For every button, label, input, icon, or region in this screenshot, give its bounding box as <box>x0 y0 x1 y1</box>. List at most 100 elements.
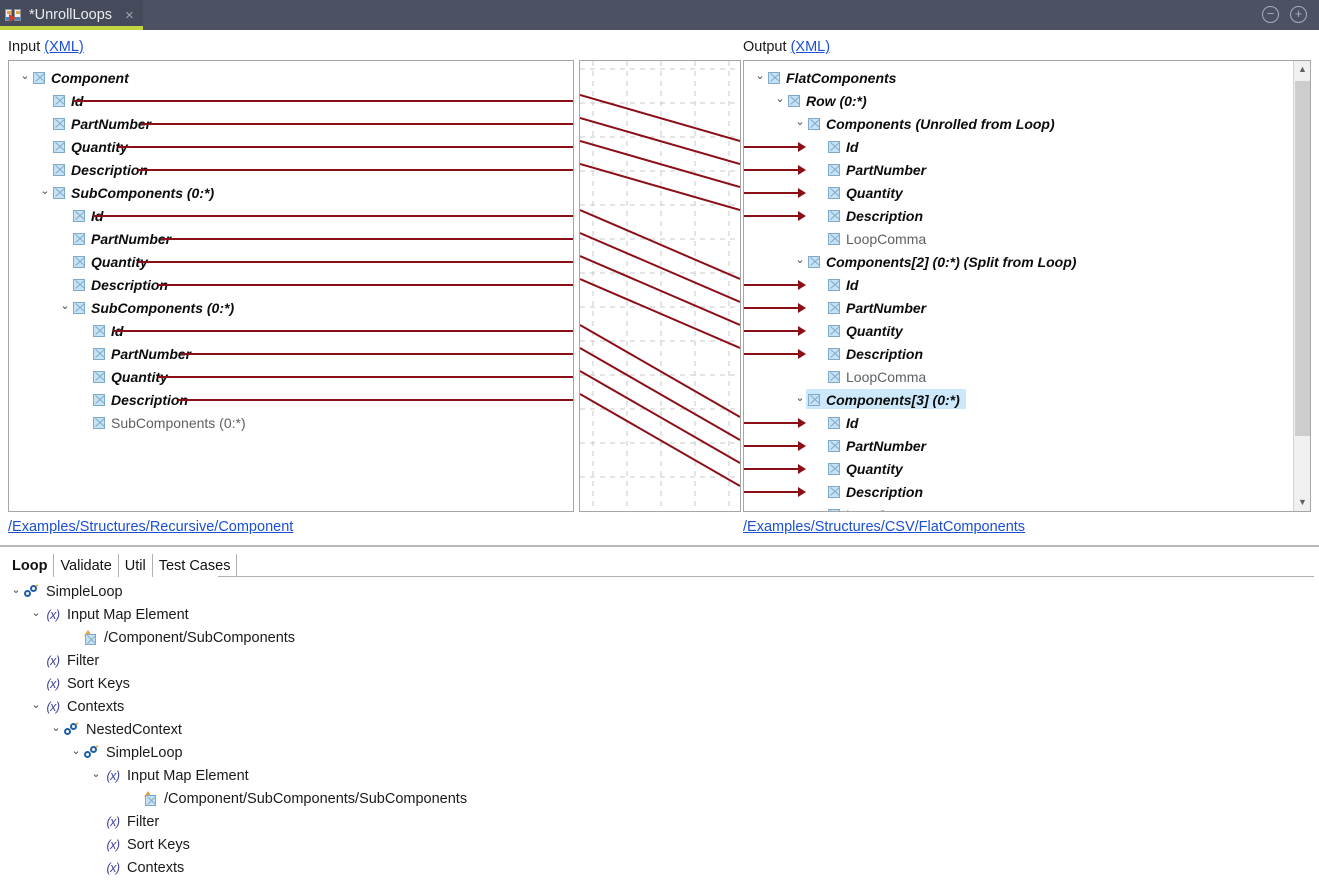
node-checkbox-icon[interactable] <box>808 117 820 130</box>
chevron-down-icon[interactable]: ⌄ <box>71 745 81 757</box>
loop-tree-row[interactable]: ⌄(x)Filter <box>28 649 99 672</box>
output-tree-row[interactable]: ⌄Quantity <box>744 457 1310 480</box>
node-checkbox-icon[interactable] <box>93 347 105 360</box>
input-tree-row[interactable]: ⌄Component <box>9 66 573 89</box>
loop-tree-row[interactable]: ⌄/Component/SubComponents/SubComponents <box>128 787 467 810</box>
maximize-button[interactable]: + <box>1290 6 1307 23</box>
input-tree-row[interactable]: ⌄Quantity <box>9 365 573 388</box>
mapping-connector-line[interactable] <box>580 255 740 326</box>
input-tree-pane[interactable]: ⌄Component⌄Id⌄PartNumber⌄Quantity⌄Descri… <box>8 60 574 512</box>
node-checkbox-icon[interactable] <box>73 278 85 291</box>
node-checkbox-icon[interactable] <box>768 71 780 84</box>
chevron-down-icon[interactable]: ⌄ <box>91 768 101 780</box>
minimize-button[interactable]: − <box>1262 6 1279 23</box>
scroll-up-icon[interactable]: ▲ <box>1298 64 1307 74</box>
node-checkbox-icon[interactable] <box>828 163 840 176</box>
scroll-down-icon[interactable]: ▼ <box>1298 497 1307 507</box>
chevron-down-icon[interactable]: ⌄ <box>795 254 805 266</box>
chevron-down-icon[interactable]: ⌄ <box>755 70 765 82</box>
chevron-down-icon[interactable]: ⌄ <box>11 584 21 596</box>
node-checkbox-icon[interactable] <box>93 393 105 406</box>
output-tree-row[interactable]: ⌄Quantity <box>744 319 1310 342</box>
node-checkbox-icon[interactable] <box>53 163 65 176</box>
output-tree-row[interactable]: ⌄Id <box>744 135 1310 158</box>
chevron-down-icon[interactable]: ⌄ <box>20 70 30 82</box>
input-xml-link[interactable]: (XML) <box>44 39 84 55</box>
node-checkbox-icon[interactable] <box>73 209 85 222</box>
node-checkbox-icon[interactable] <box>828 232 840 245</box>
chevron-down-icon[interactable]: ⌄ <box>795 392 805 404</box>
scrollbar-thumb[interactable] <box>1295 81 1310 436</box>
node-checkbox-icon[interactable] <box>828 462 840 475</box>
node-checkbox-icon[interactable] <box>828 324 840 337</box>
bottom-tab-loop[interactable]: Loop <box>6 554 55 577</box>
output-tree-row[interactable]: ⌄Components[2] (0:*) (Split from Loop) <box>744 250 1310 273</box>
loop-tree-row[interactable]: ⌄NestedContext <box>48 718 182 741</box>
chevron-down-icon[interactable]: ⌄ <box>31 699 41 711</box>
input-tree-row[interactable]: ⌄SubComponents (0:*) <box>9 181 573 204</box>
node-checkbox-icon[interactable] <box>808 393 820 406</box>
loop-tree-row[interactable]: ⌄(x)Contexts <box>28 695 124 718</box>
node-checkbox-icon[interactable] <box>53 117 65 130</box>
output-tree-row[interactable]: ⌄LoopComma <box>744 365 1310 388</box>
node-checkbox-icon[interactable] <box>828 140 840 153</box>
mapping-connector-line[interactable] <box>580 163 740 211</box>
mapping-connector-line[interactable] <box>580 370 740 464</box>
tab-unrollloops[interactable]: *UnrollLoops × <box>0 0 143 30</box>
node-checkbox-icon[interactable] <box>828 278 840 291</box>
node-checkbox-icon[interactable] <box>53 186 65 199</box>
mapping-connector-line[interactable] <box>580 278 740 349</box>
node-checkbox-icon[interactable] <box>33 71 45 84</box>
input-tree-row[interactable]: ⌄Quantity <box>9 135 573 158</box>
bottom-tab-util[interactable]: Util <box>118 554 153 577</box>
loop-tree-row[interactable]: ⌄SimpleLoop <box>8 580 123 603</box>
loop-tree-row[interactable]: ⌄(x)Filter <box>88 810 159 833</box>
chevron-down-icon[interactable]: ⌄ <box>40 185 50 197</box>
close-icon[interactable]: × <box>125 6 134 24</box>
output-structure-path-link[interactable]: /Examples/Structures/CSV/FlatComponents <box>743 519 1026 535</box>
input-tree-row[interactable]: ⌄Id <box>9 319 573 342</box>
input-tree-row[interactable]: ⌄SubComponents (0:*) <box>9 296 573 319</box>
node-checkbox-icon[interactable] <box>828 186 840 199</box>
mapping-connector-line[interactable] <box>580 209 740 280</box>
output-xml-link[interactable]: (XML) <box>790 39 831 55</box>
output-tree-row[interactable]: ⌄Description <box>744 480 1310 503</box>
input-tree-row[interactable]: ⌄Description <box>9 273 573 296</box>
bottom-tab-validate[interactable]: Validate <box>54 554 119 577</box>
chevron-down-icon[interactable]: ⌄ <box>795 116 805 128</box>
node-checkbox-icon[interactable] <box>828 209 840 222</box>
mapping-connector-line[interactable] <box>580 393 740 487</box>
loop-tree-row[interactable]: ⌄(x)Contexts <box>88 856 184 879</box>
output-tree-row[interactable]: ⌄Description <box>744 204 1310 227</box>
output-scrollbar[interactable]: ▲ ▼ <box>1293 61 1310 511</box>
input-structure-path-link[interactable]: /Examples/Structures/Recursive/Component <box>8 519 294 535</box>
node-checkbox-icon[interactable] <box>828 301 840 314</box>
chevron-down-icon[interactable]: ⌄ <box>775 93 785 105</box>
node-checkbox-icon[interactable] <box>828 485 840 498</box>
loop-tree-row[interactable]: ⌄(x)Sort Keys <box>28 672 129 695</box>
loop-tree-row[interactable]: ⌄(x)Sort Keys <box>88 833 189 856</box>
loop-tree-row[interactable]: ⌄(x)Input Map Element <box>88 764 248 787</box>
output-tree-row[interactable]: ⌄Id <box>744 273 1310 296</box>
output-tree-row[interactable]: ⌄Quantity <box>744 181 1310 204</box>
loop-tree-row[interactable]: ⌄(x)Input Map Element <box>28 603 188 626</box>
mapping-connector-line[interactable] <box>580 324 740 418</box>
node-checkbox-icon[interactable] <box>73 301 85 314</box>
panel-divider[interactable] <box>0 545 1319 547</box>
node-checkbox-icon[interactable] <box>828 347 840 360</box>
node-checkbox-icon[interactable] <box>93 370 105 383</box>
chevron-down-icon[interactable]: ⌄ <box>31 607 41 619</box>
input-tree-row[interactable]: ⌄PartNumber <box>9 112 573 135</box>
node-checkbox-icon[interactable] <box>53 94 65 107</box>
chevron-down-icon[interactable]: ⌄ <box>51 722 61 734</box>
output-tree-row[interactable]: ⌄Row (0:*) <box>744 89 1310 112</box>
output-tree-row[interactable]: ⌄PartNumber <box>744 158 1310 181</box>
node-checkbox-icon[interactable] <box>788 94 800 107</box>
output-tree-row[interactable]: ⌄PartNumber <box>744 296 1310 319</box>
output-tree-pane[interactable]: ▲ ▼ ⌄FlatComponents⌄Row (0:*)⌄Components… <box>743 60 1311 512</box>
input-tree-row[interactable]: ⌄PartNumber <box>9 342 573 365</box>
node-checkbox-icon[interactable] <box>73 255 85 268</box>
output-tree-row[interactable]: ⌄PartNumber <box>744 434 1310 457</box>
node-checkbox-icon[interactable] <box>808 255 820 268</box>
node-checkbox-icon[interactable] <box>73 232 85 245</box>
